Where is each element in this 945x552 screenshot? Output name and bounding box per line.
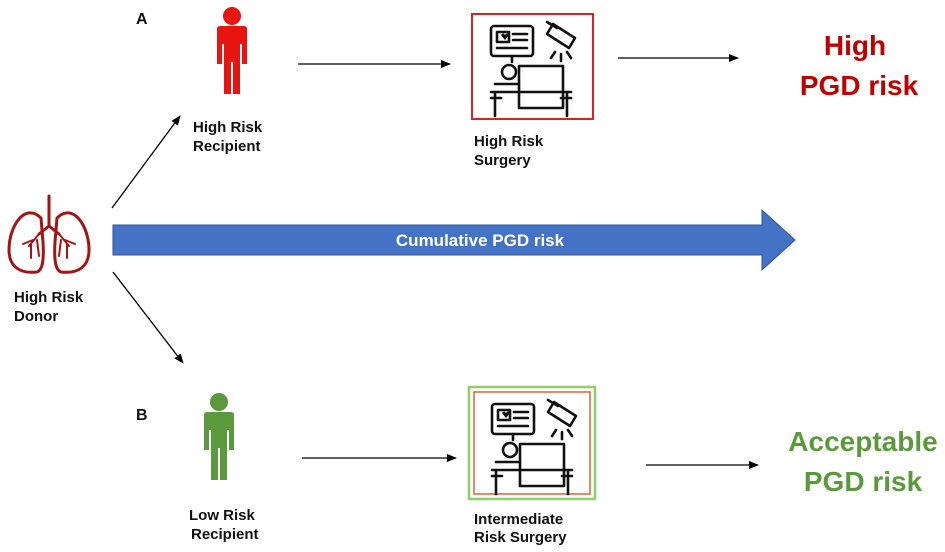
operating-room-icon bbox=[467, 385, 597, 501]
top-recipient-label-line2: Recipient bbox=[193, 138, 261, 155]
person-icon bbox=[217, 7, 247, 94]
cumulative-risk-label: Cumulative PGD risk bbox=[396, 231, 565, 250]
panel-label-b: B bbox=[136, 407, 148, 424]
high-pgd-risk-line2: PGD risk bbox=[800, 70, 919, 101]
cumulative-risk-band-arrow bbox=[112, 208, 796, 272]
bottom-recipient-label-line1: Low Risk bbox=[189, 507, 256, 524]
top-surgery-label-line2: Surgery bbox=[474, 152, 531, 169]
bottom-surgery-label-line2: Risk Surgery bbox=[474, 529, 567, 546]
donor-label-line2: Donor bbox=[14, 308, 58, 325]
person-icon bbox=[204, 393, 234, 480]
arrow-donor-to-low-recipient bbox=[112, 271, 184, 364]
high-pgd-risk-line1: High bbox=[824, 30, 886, 61]
donor-label-line1: High Risk bbox=[14, 289, 84, 306]
lungs-icon bbox=[7, 194, 91, 274]
panel-label-a: A bbox=[136, 11, 148, 28]
bottom-surgery-label-line1: Intermediate bbox=[474, 511, 563, 528]
bottom-recipient-label-line2: Recipient bbox=[191, 526, 259, 543]
top-recipient-label-line1: High Risk bbox=[193, 119, 263, 136]
acceptable-pgd-risk-line2: PGD risk bbox=[804, 466, 923, 497]
top-surgery-label-line1: High Risk bbox=[474, 133, 544, 150]
operating-room-icon bbox=[471, 13, 594, 120]
arrow-donor-to-high-recipient bbox=[111, 115, 181, 209]
acceptable-pgd-risk-line1: Acceptable bbox=[788, 426, 937, 457]
